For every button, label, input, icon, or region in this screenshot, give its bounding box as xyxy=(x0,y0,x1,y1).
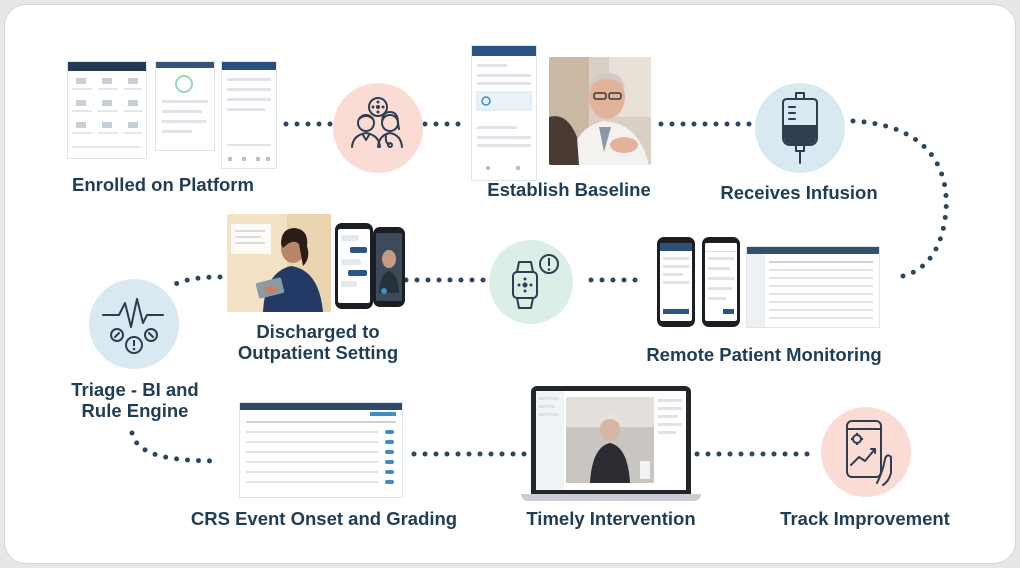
track-circle xyxy=(821,407,911,497)
step-triage-label-line2: Rule Engine xyxy=(63,400,207,421)
connector-triage-to-crs xyxy=(132,433,219,461)
step-discharged-label-line1: Discharged to xyxy=(223,321,413,342)
smartwatch-alert-icon xyxy=(489,240,573,324)
step-discharged-label-line2: Outpatient Setting xyxy=(223,342,413,363)
step-triage-label-line1: Triage - BI and xyxy=(63,379,207,400)
infusion-circle xyxy=(755,83,845,173)
iv-bag-icon xyxy=(755,83,845,173)
step-baseline-label: Establish Baseline xyxy=(469,179,669,200)
step-track-label: Track Improvement xyxy=(763,508,967,529)
step-enrolled-label: Enrolled on Platform xyxy=(55,174,271,195)
enrollment-app-screen-1 xyxy=(67,61,147,159)
step-rpm-label: Remote Patient Monitoring xyxy=(631,344,897,365)
laptop-mockup xyxy=(531,386,691,494)
enrollment-app-screen-2 xyxy=(155,61,215,151)
step-crs-label: CRS Event Onset and Grading xyxy=(171,508,477,529)
step-discharged-label: Discharged to Outpatient Setting xyxy=(223,321,413,363)
care-team-icon xyxy=(333,83,423,173)
wearable-circle xyxy=(489,240,573,324)
video-call-phone-mockup xyxy=(373,227,405,307)
laptop-base xyxy=(521,494,701,501)
step-infusion-label: Receives Infusion xyxy=(709,182,889,203)
doctor-photo xyxy=(549,57,651,165)
phone-chart-icon xyxy=(821,407,911,497)
step-intervention-label: Timely Intervention xyxy=(517,508,705,529)
enrollment-app-screen-3 xyxy=(221,61,277,169)
triage-circle xyxy=(89,279,179,369)
workflow-diagram: Enrolled on Platform xyxy=(4,4,1016,564)
nurse-photo xyxy=(227,214,331,312)
rpm-dashboard-screen xyxy=(746,246,880,328)
baseline-app-screen xyxy=(471,45,537,181)
step-triage-label: Triage - BI and Rule Engine xyxy=(63,379,207,421)
rpm-phone-mockup-1 xyxy=(657,237,695,327)
crs-dashboard-screen xyxy=(239,402,403,498)
vital-signs-alert-icon xyxy=(89,279,179,369)
rpm-phone-mockup-2 xyxy=(702,237,740,327)
care-team-circle xyxy=(333,83,423,173)
chat-phone-mockup xyxy=(335,223,373,309)
